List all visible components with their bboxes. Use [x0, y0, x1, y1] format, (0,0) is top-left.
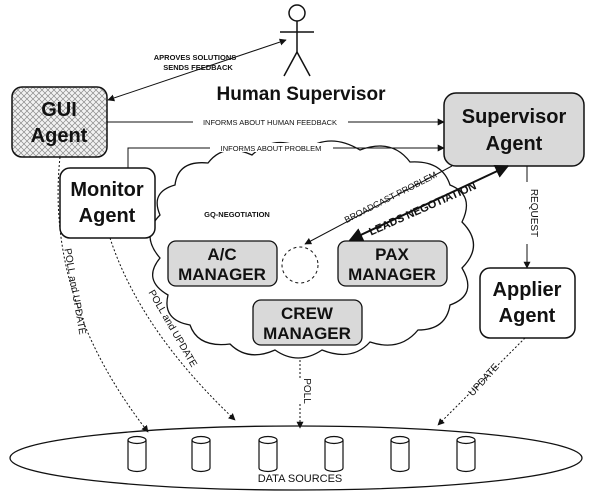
database-icon [456, 435, 476, 473]
supervisor-agent-box: Supervisor Agent [443, 92, 585, 167]
pax-manager-line1: PAX [375, 245, 409, 264]
leads-negotiation-arrow [348, 165, 510, 241]
ac-manager-box: A/C MANAGER [167, 240, 278, 287]
database-icon [324, 435, 344, 473]
gui-poll-update-arrow [57, 156, 149, 433]
gui-agent-box: GUI Agent [11, 86, 108, 158]
gq-negotiation-label: GQ-NEGOTIATION [204, 210, 270, 219]
monitor-poll-update-arrow [109, 237, 236, 421]
update-arrow [437, 337, 526, 426]
human-supervisor-figure [280, 4, 314, 77]
sends-feedback-label: SENDS FEEDBACK [163, 63, 233, 72]
supervisor-agent-line2: Agent [486, 133, 543, 155]
pax-manager-line2: MANAGER [348, 265, 436, 284]
ac-manager-line1: A/C [207, 245, 236, 264]
database-icon [191, 435, 211, 473]
crew-manager-line2: MANAGER [263, 324, 351, 343]
human-head [288, 4, 306, 22]
applier-agent-line1: Applier [493, 279, 562, 301]
applier-agent-box: Applier Agent [479, 267, 576, 339]
database-icon [390, 435, 410, 473]
human-supervisor-label: Human Supervisor [217, 84, 387, 105]
update-label: UPDATE [467, 362, 502, 399]
data-sources-label: DATA SOURCES [258, 473, 343, 485]
monitor-agent-line2: Agent [79, 205, 136, 227]
pax-manager-box: PAX MANAGER [337, 240, 448, 287]
monitor-agent-line1: Monitor [70, 179, 144, 201]
informs-problem-label: INFORMS ABOUT PROBLEM [221, 144, 322, 153]
database-icon [258, 435, 278, 473]
negotiation-circle [281, 246, 319, 284]
crew-manager-box: CREW MANAGER [252, 299, 363, 346]
database-icon [127, 435, 147, 473]
data-sources-ellipse [9, 425, 583, 491]
poll-label: POLL [301, 378, 312, 404]
supervisor-agent-line1: Supervisor [462, 106, 567, 128]
informs-problem-arrow [127, 144, 445, 168]
approves-feedback-arrow [107, 38, 287, 102]
poll-update-left-label: POLL and UPDATE [61, 248, 87, 336]
ac-manager-line2: MANAGER [178, 265, 266, 284]
gui-agent-line1: GUI [41, 99, 77, 121]
applier-agent-line2: Agent [499, 305, 556, 327]
gui-agent-line2: Agent [31, 125, 88, 147]
aproves-solutions-label: APROVES SOLUTIONS [154, 53, 237, 62]
informs-human-feedback-label: INFORMS ABOUT HUMAN FEEDBACK [203, 118, 337, 127]
database-icons [127, 435, 476, 473]
request-label: REQUEST [528, 189, 539, 237]
crew-manager-line1: CREW [281, 304, 334, 323]
monitor-agent-box: Monitor Agent [59, 167, 156, 239]
